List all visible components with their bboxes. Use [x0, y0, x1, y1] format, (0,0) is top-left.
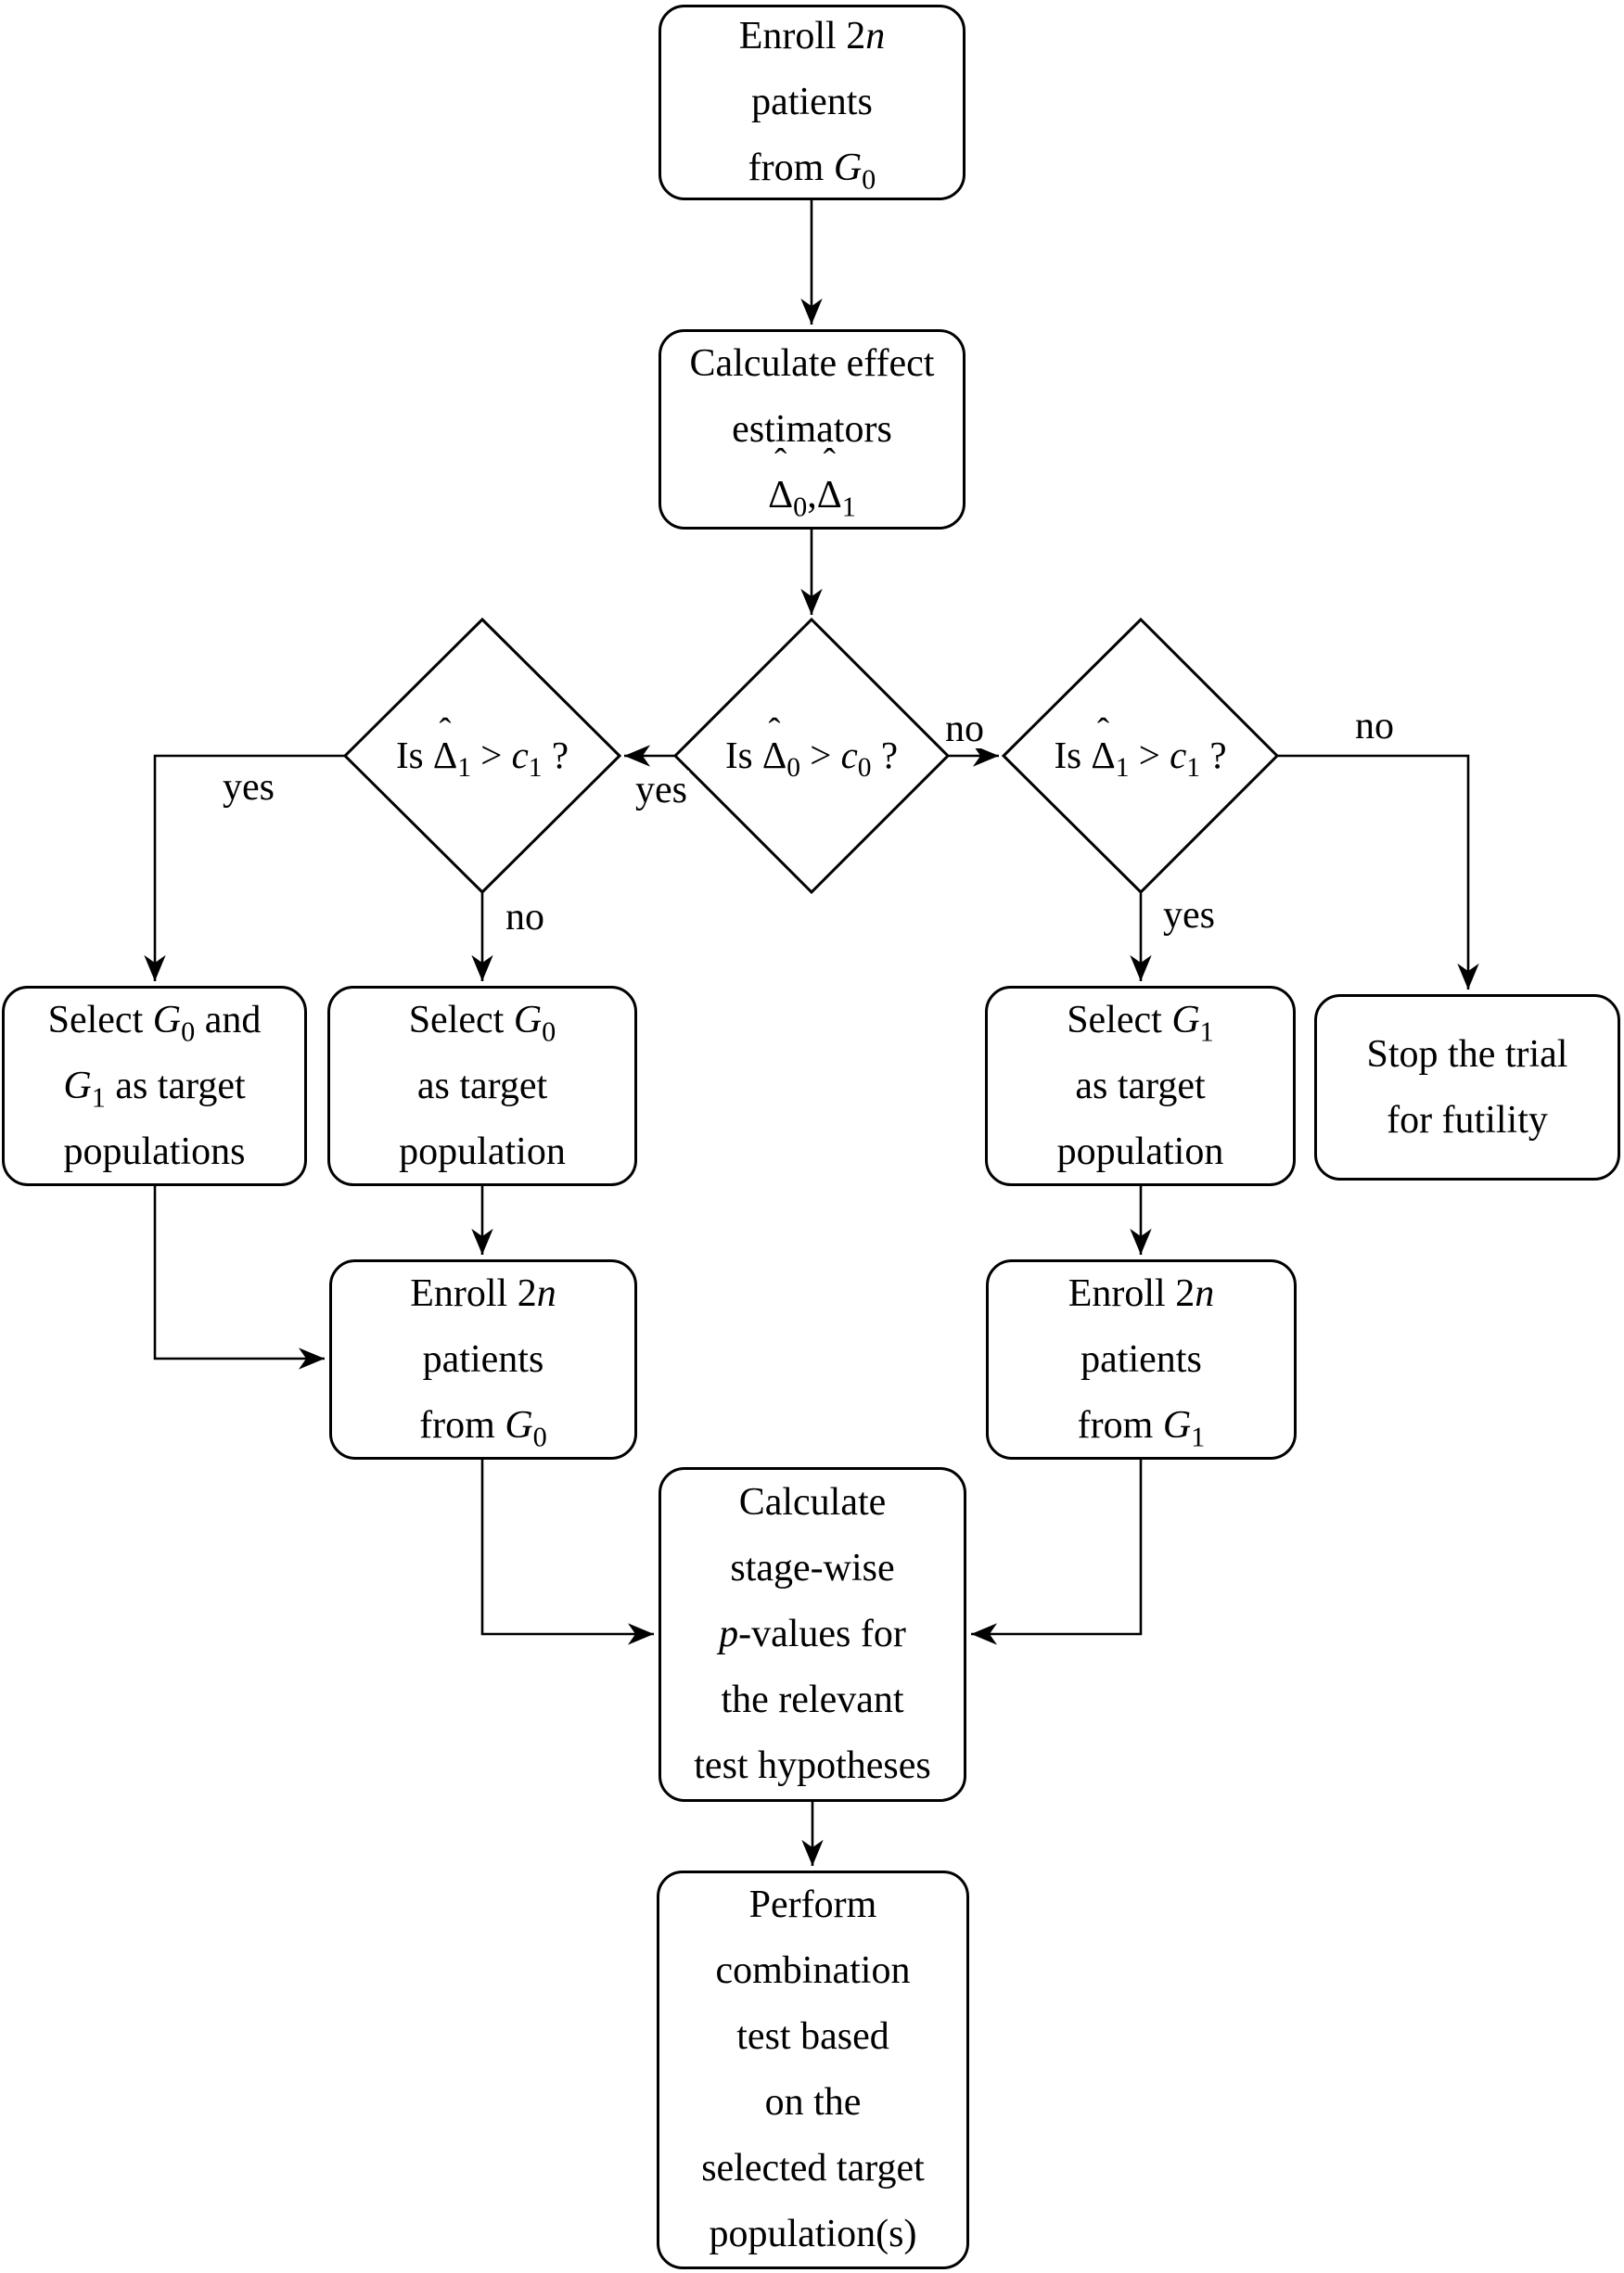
edge-enroll-g0-to-pvalues: [480, 1460, 654, 1645]
edge-select-both-to-enroll-g0: [153, 1186, 325, 1370]
edge-label-right-no: no: [1353, 705, 1396, 747]
edge-enroll-g1-to-pvalues: [971, 1460, 1143, 1645]
diamond-decision-left: [342, 617, 622, 895]
edge-label-center-right-no: no: [943, 708, 986, 750]
diamond-decision-center: [672, 617, 951, 895]
edge-right-no-to-stop: [1277, 754, 1479, 990]
node-calc-estimators-text: Calculate effectestimatorsΔ0,Δ1: [690, 331, 935, 529]
edge-label-right-yes: yes: [1161, 894, 1217, 937]
diamond-decision-right: [1001, 617, 1280, 895]
edge-label-left-no: no: [504, 896, 546, 939]
edges: [144, 200, 1479, 1866]
edge-left-yes-to-select-both: [144, 754, 345, 981]
node-calc-estimators: Calculate effectestimatorsΔ0,Δ1: [659, 329, 965, 530]
edge-label-center-left-yes: yes: [633, 769, 689, 811]
edge-label-left-yes: yes: [221, 766, 276, 809]
